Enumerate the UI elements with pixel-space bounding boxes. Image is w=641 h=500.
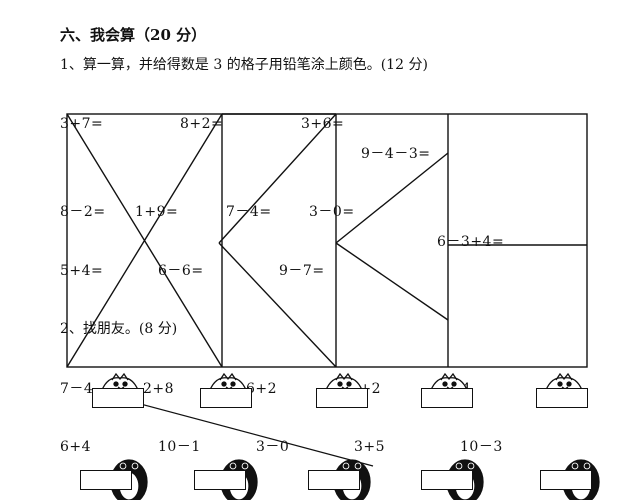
expression: 6－6= — [158, 263, 204, 279]
bird-icon — [209, 372, 247, 391]
expression: 6－3+4= — [437, 234, 505, 250]
grid-diagonal — [335, 242, 449, 321]
bird-icon — [545, 372, 583, 391]
expression: 7－4= — [226, 204, 272, 220]
bird-icon — [325, 372, 363, 391]
answer-box[interactable] — [540, 470, 592, 490]
section-title: 六、我会算（20 分） — [60, 26, 207, 44]
answer-box[interactable] — [194, 470, 246, 490]
grid-diagonal — [218, 242, 337, 368]
q2-instruction: 2、找朋友。(8 分) — [60, 321, 178, 337]
answer-box[interactable] — [200, 388, 252, 408]
top-expression: 2+8 — [143, 381, 175, 397]
expression: 3+7= — [60, 116, 104, 132]
expression: 3－0= — [309, 204, 355, 220]
expression: 3+6= — [301, 116, 345, 132]
answer-box[interactable] — [421, 388, 473, 408]
answer-box[interactable] — [536, 388, 588, 408]
bottom-expression: 6+4 — [60, 439, 92, 455]
answer-box[interactable] — [316, 388, 368, 408]
bottom-expression: 3－0 — [256, 439, 290, 455]
expression: 5+4= — [60, 263, 104, 279]
expression: 9－4－3= — [361, 146, 431, 162]
match-line — [117, 397, 374, 467]
bird-icon — [101, 372, 139, 391]
expression: 8－2= — [60, 204, 106, 220]
grid-diagonal — [335, 152, 449, 244]
grid-diagonal — [66, 113, 223, 368]
expression: 1+9= — [135, 204, 179, 220]
bottom-expression: 3+5 — [354, 439, 386, 455]
top-expression: 7－4 — [60, 381, 94, 397]
answer-box[interactable] — [308, 470, 360, 490]
answer-box[interactable] — [80, 470, 132, 490]
answer-box[interactable] — [421, 470, 473, 490]
top-expression: 6+2 — [246, 381, 278, 397]
bottom-expression: 10－1 — [158, 439, 201, 455]
bottom-expression: 10－3 — [460, 439, 503, 455]
answer-box[interactable] — [92, 388, 144, 408]
bird-icon — [430, 372, 468, 391]
expression: 9－7= — [279, 263, 325, 279]
q1-instruction: 1、算一算，并给得数是 3 的格子用铅笔涂上颜色。(12 分) — [60, 57, 428, 73]
expression: 8+2= — [180, 116, 224, 132]
grid-diagonal — [218, 113, 337, 244]
